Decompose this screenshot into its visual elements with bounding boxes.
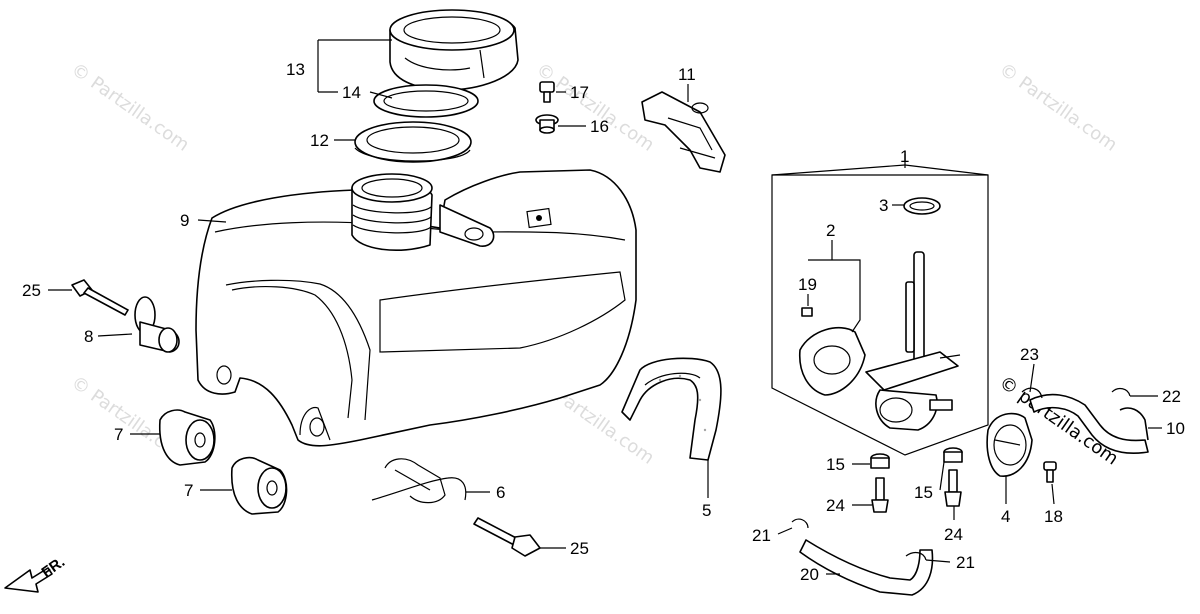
watermark-top-center: © Partzilla.com — [532, 59, 658, 156]
callout-2: 2 — [826, 221, 835, 240]
bracket — [641, 91, 726, 173]
callout-18: 18 — [1044, 507, 1063, 526]
small-hardware-top — [535, 81, 559, 134]
callout-7-bottom: 7 — [184, 481, 193, 500]
callout-15-right: 15 — [914, 483, 933, 502]
callout-9: 9 — [180, 211, 189, 230]
fuel-valve-bracket-lines — [771, 164, 989, 456]
screw-18 — [1043, 461, 1057, 471]
callout-11: 11 — [678, 65, 696, 84]
callout-21-right: 21 — [956, 553, 975, 572]
callout-13: 13 — [286, 60, 305, 79]
front-direction-marker: FR. — [4, 553, 68, 593]
fuel-cap-assembly — [354, 9, 519, 163]
callout-3: 3 — [879, 196, 888, 215]
bolt-and-collar-left — [71, 279, 180, 353]
clip-22 — [1111, 387, 1131, 397]
callout-21-left: 21 — [752, 526, 771, 545]
o-ring — [903, 197, 941, 215]
bolt-lower — [473, 517, 541, 557]
callout-16: 16 — [590, 117, 609, 136]
callout-22: 22 — [1162, 387, 1181, 406]
sediment-cup — [986, 412, 1033, 477]
callout-15-left: 15 — [826, 455, 845, 474]
tank-band — [621, 357, 722, 461]
callout-19: 19 — [798, 275, 817, 294]
callout-7-top: 7 — [114, 425, 123, 444]
callout-17: 17 — [570, 83, 589, 102]
spring-clip — [371, 458, 467, 504]
rubber-cushions — [158, 409, 288, 515]
callout-8: 8 — [84, 327, 93, 346]
callout-10: 10 — [1166, 419, 1185, 438]
callout-25-left: 25 — [22, 281, 41, 300]
callout-25-bottom: 25 — [570, 539, 589, 558]
fuel-tank — [195, 169, 637, 447]
callout-24-right: 24 — [944, 525, 963, 544]
watermark-top-right: © Partzilla.com — [995, 59, 1121, 156]
callout-4: 4 — [1001, 507, 1010, 526]
callout-labels: 13 14 12 17 16 11 9 25 8 7 7 6 25 5 1 3 … — [22, 60, 1185, 584]
fuel-hose-20 — [791, 518, 934, 596]
fuel-valve-body — [865, 251, 961, 431]
callout-5: 5 — [702, 501, 711, 520]
clip-23 — [1021, 387, 1043, 399]
callout-1: 1 — [900, 147, 909, 166]
watermark-top-left: © Partzilla.com — [67, 59, 193, 156]
callout-12: 12 — [310, 131, 329, 150]
callout-6: 6 — [496, 483, 505, 502]
collars-and-bolts — [870, 447, 963, 513]
callout-23: 23 — [1020, 345, 1039, 364]
callout-24-left: 24 — [826, 496, 845, 515]
leader-lines — [48, 39, 1162, 575]
fuel-hose-10 — [1029, 393, 1149, 454]
valve-cover — [799, 307, 866, 396]
callout-20: 20 — [800, 565, 819, 584]
callout-14: 14 — [342, 83, 361, 102]
